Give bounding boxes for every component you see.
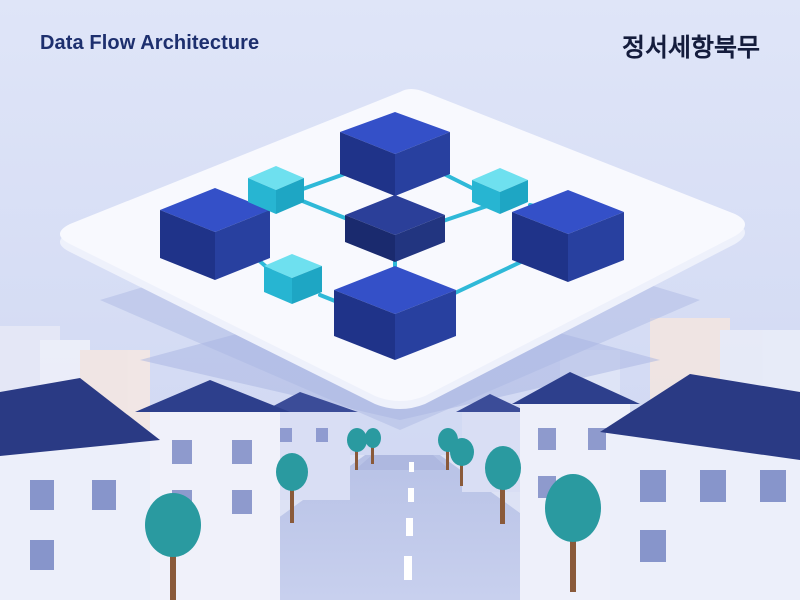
house-icon — [0, 378, 160, 600]
house-icon — [600, 374, 800, 600]
tree-icon — [485, 446, 521, 524]
brand-logo-text: 정서세항북무 — [621, 33, 760, 62]
server-block-icon — [345, 195, 445, 262]
tree-icon — [145, 493, 201, 600]
tree-icon — [347, 428, 367, 470]
house-icon — [135, 380, 290, 600]
server-block-icon — [334, 266, 456, 360]
tree-icon — [450, 438, 474, 486]
data-node-icon — [264, 254, 322, 304]
server-block-icon — [160, 188, 270, 280]
house-icon — [262, 392, 358, 500]
tree-icon — [545, 474, 601, 592]
page-title: Data Flow Architecture — [40, 32, 260, 54]
tree-icon — [276, 453, 308, 523]
tree-icon — [365, 428, 381, 464]
data-node-icon — [248, 166, 304, 214]
server-block-icon — [512, 190, 624, 282]
server-block-icon — [340, 112, 450, 196]
data-node-icon — [472, 168, 528, 214]
